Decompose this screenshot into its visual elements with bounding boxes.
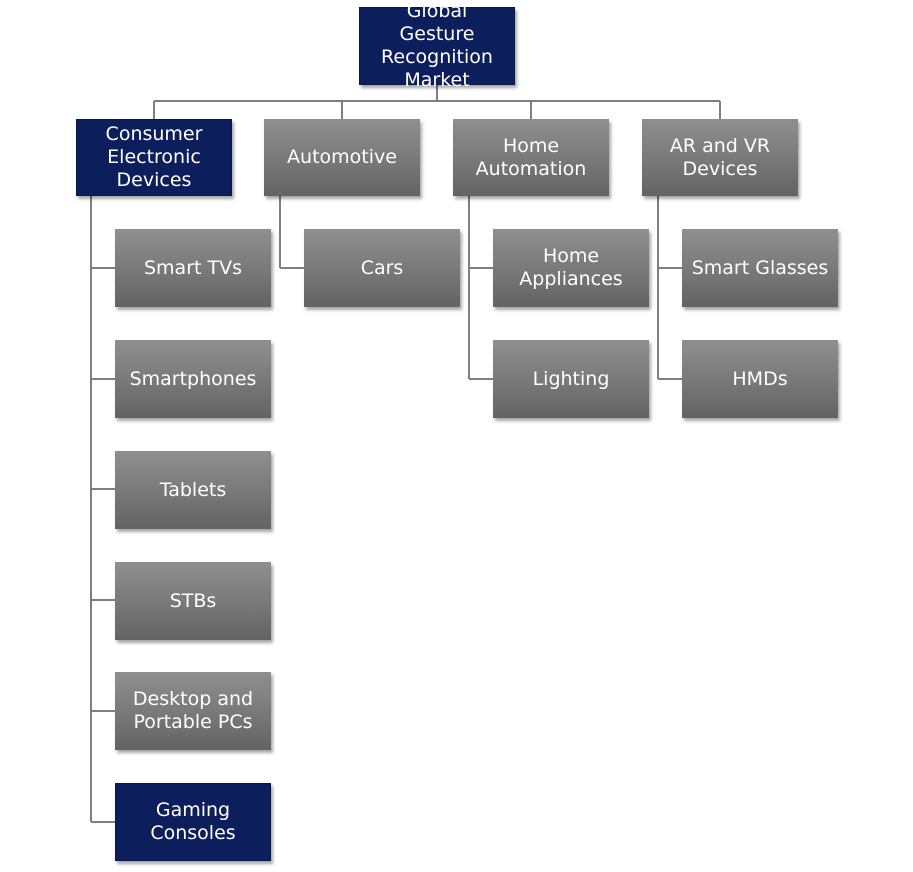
node-cars: Cars (304, 229, 460, 307)
node-stbs: STBs (115, 562, 271, 640)
node-lighting: Lighting (493, 340, 649, 418)
node-smart-glasses: Smart Glasses (682, 229, 838, 307)
category-consumer-electronic-devices: Consumer Electronic Devices (76, 119, 232, 196)
category-home-automation: Home Automation (453, 119, 609, 196)
node-smart-tvs: Smart TVs (115, 229, 271, 307)
root-node: Global Gesture Recognition Market (359, 0, 515, 91)
node-hmds: HMDs (682, 340, 838, 418)
category-ar-vr-devices: AR and VR Devices (642, 119, 798, 196)
node-gaming-consoles: Gaming Consoles (115, 783, 271, 861)
node-home-appliances: Home Appliances (493, 229, 649, 307)
node-smartphones: Smartphones (115, 340, 271, 418)
category-automotive: Automotive (264, 119, 420, 196)
node-desktop-portable-pcs: Desktop and Portable PCs (115, 672, 271, 750)
node-tablets: Tablets (115, 451, 271, 529)
